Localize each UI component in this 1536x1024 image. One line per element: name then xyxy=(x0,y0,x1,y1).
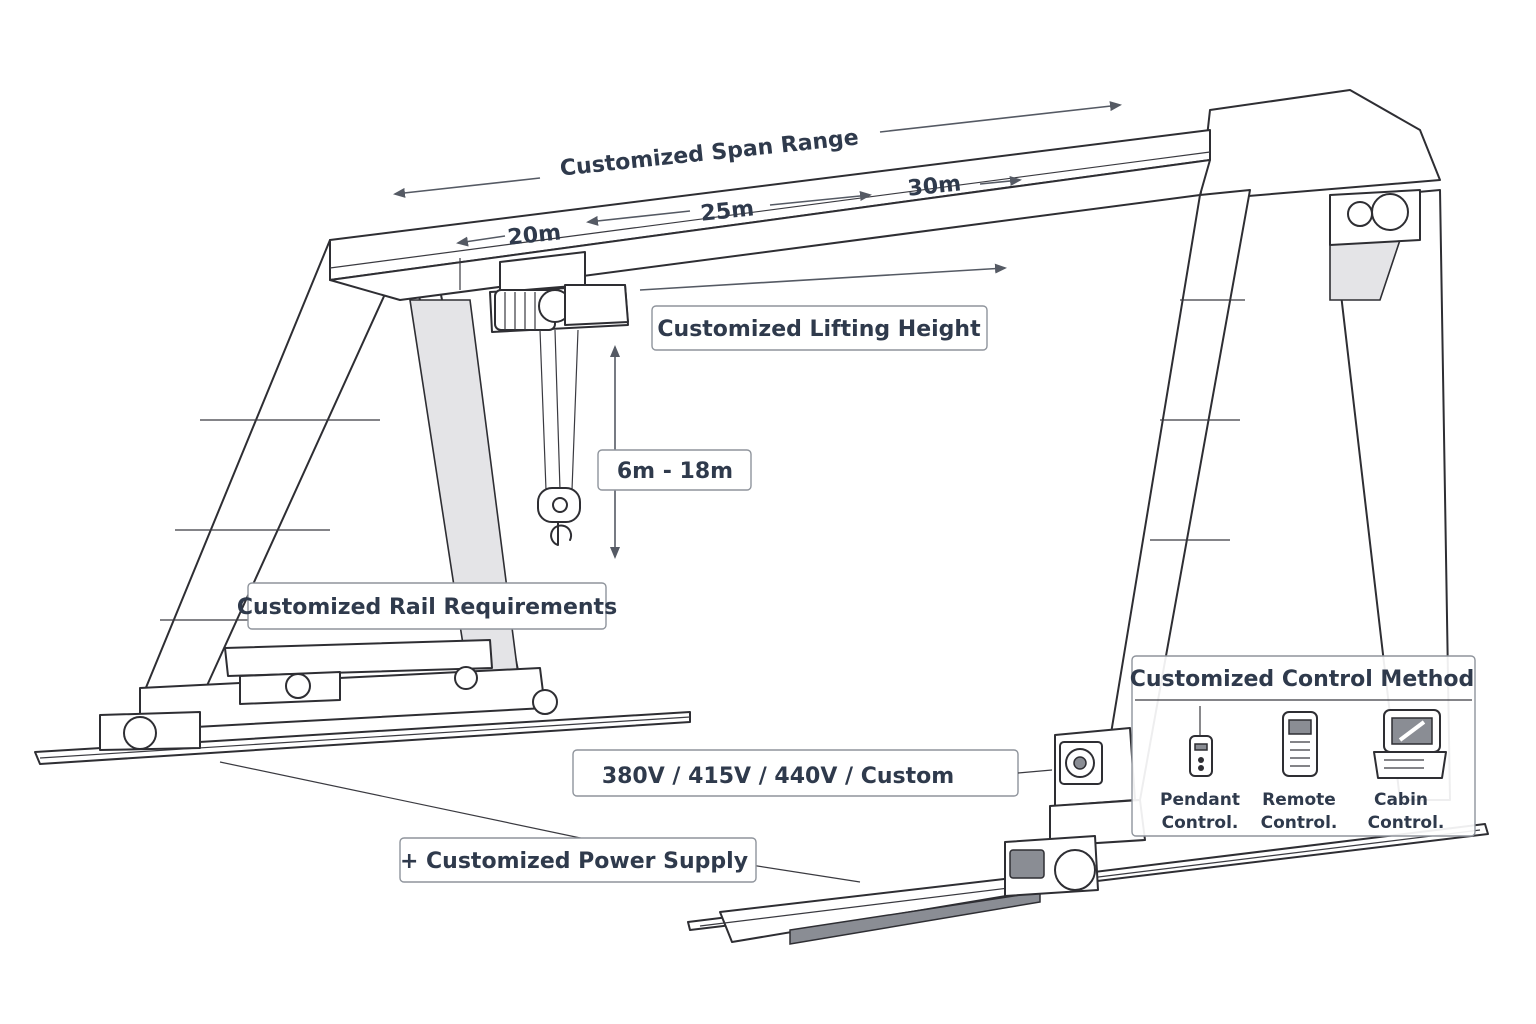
span-range-label: Customized Span Range xyxy=(559,125,860,181)
remote-control-label: Remote xyxy=(1262,790,1336,810)
span-30m-label: 30m xyxy=(906,171,962,201)
left-trolley-frame xyxy=(224,639,493,705)
voltage-options-label: 380V / 415V / 440V / Custom xyxy=(602,764,954,789)
cabin-control-label: Cabin xyxy=(1374,790,1428,810)
lifting-height-callout: Customized Lifting Height xyxy=(651,305,988,351)
rail-requirements-label: Customized Rail Requirements xyxy=(237,595,617,620)
left-rail xyxy=(34,711,691,765)
remote-control-icon xyxy=(1282,711,1318,777)
height-range-label: 6m - 18m xyxy=(617,459,733,484)
control-method-panel: Customized Control Method Pendant Contro… xyxy=(1130,655,1476,837)
height-range-callout: 6m - 18m xyxy=(597,449,752,491)
pendant-control-icon xyxy=(1189,706,1213,777)
pendant-control-label-2: Control. xyxy=(1162,813,1239,833)
span-20m-label: 20m xyxy=(506,220,562,250)
power-supply-callout: + Customized Power Supply xyxy=(399,837,757,883)
span-arrows xyxy=(393,101,1122,291)
power-control-cabinet xyxy=(1004,727,1146,897)
control-method-title: Customized Control Method xyxy=(1130,667,1475,692)
lifting-height-label: Customized Lifting Height xyxy=(657,317,981,342)
voltage-callout: 380V / 415V / 440V / Custom xyxy=(572,749,1053,797)
pendant-control-label: Pendant xyxy=(1160,790,1240,810)
cabin-control-icon xyxy=(1373,709,1447,779)
electric-hoist xyxy=(489,251,629,546)
cabin-control-label-2: Control. xyxy=(1368,813,1445,833)
left-leg xyxy=(99,239,558,751)
right-leg xyxy=(1099,89,1451,801)
power-supply-label: + Customized Power Supply xyxy=(400,849,748,874)
rail-requirements-callout: Customized Rail Requirements xyxy=(237,582,617,630)
span-25m-label: 25m xyxy=(699,196,755,226)
remote-control-label-2: Control. xyxy=(1261,813,1338,833)
